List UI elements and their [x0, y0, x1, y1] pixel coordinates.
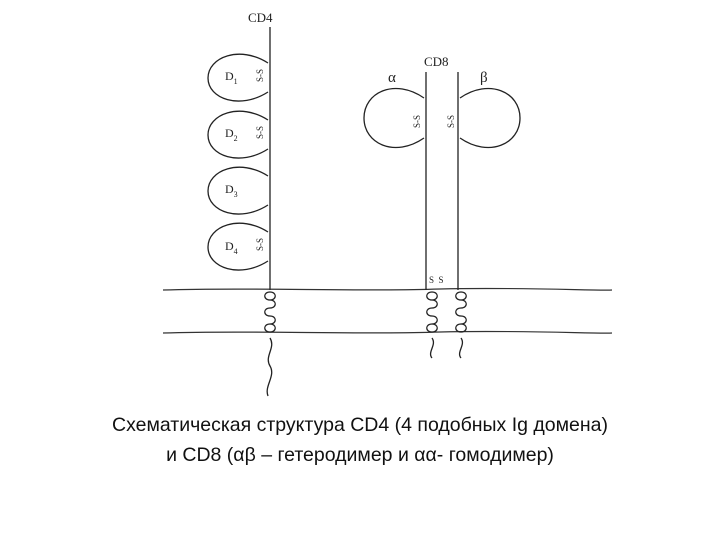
- cd4-domain-3-label: D3: [225, 182, 238, 199]
- caption-line-1: Схематическая структура CD4 (4 подобных …: [111, 414, 608, 436]
- caption-line-2: и CD8 (αβ – гетеродимер и αα- гомодимер): [166, 444, 554, 466]
- cd8-alpha-label: α: [388, 70, 396, 86]
- cd4-domain-2-label: D2: [225, 126, 238, 143]
- cd8-alpha-disulfide: S-S: [412, 115, 422, 128]
- cd8-molecule: [363, 72, 521, 359]
- cd4-domain-1-loop: [207, 53, 269, 102]
- cd8-beta-disulfide: S-S: [446, 115, 456, 128]
- cd8-beta-transmembrane-helix: [455, 291, 467, 333]
- cd4-disulfide-bonds: S-S S-S S-S: [255, 69, 265, 251]
- cd4-domain-4-label: D4: [225, 239, 238, 256]
- cd4-domain-3-loop: [207, 166, 269, 215]
- cd4-disulfide-2: S-S: [255, 126, 265, 139]
- membrane-outer-line: [162, 287, 613, 291]
- cd4-cd8-structure-diagram: CD4 D1 D2 D3 D4 S-S S-S S-S CD8 α β S-S …: [162, 10, 613, 397]
- cd4-cytoplasmic-tail: [266, 337, 273, 397]
- cd4-domain-4-loop: [207, 222, 269, 271]
- cd4-disulfide-4: S-S: [255, 238, 265, 251]
- cd4-domain-labels: D1 D2 D3 D4: [225, 69, 238, 256]
- cd8-beta-domain-loop: [459, 87, 521, 149]
- figure-caption: Схематическая структура CD4 (4 подобных …: [20, 410, 700, 470]
- cd8-beta-label: β: [480, 70, 488, 86]
- membrane-inner-line: [162, 330, 613, 334]
- cd8-alpha-cytoplasmic-tail: [429, 337, 435, 359]
- cd8-interchain-disulfide: S S: [429, 275, 444, 285]
- cd4-domain-2-loop: [207, 110, 269, 159]
- cd8-disulfide-bonds: S-S S-S: [412, 115, 456, 128]
- cd8-label: CD8: [424, 54, 449, 69]
- cd8-alpha-domain-loop: [363, 87, 425, 149]
- cd4-domain-1-label: D1: [225, 69, 238, 86]
- cd4-molecule: [207, 27, 276, 397]
- cd8-alpha-transmembrane-helix: [426, 291, 438, 333]
- cd4-disulfide-1: S-S: [255, 69, 265, 82]
- cd4-transmembrane-helix: [264, 291, 276, 333]
- cd8-beta-cytoplasmic-tail: [458, 337, 464, 359]
- cell-membrane: [162, 287, 613, 334]
- cd4-label: CD4: [248, 10, 273, 25]
